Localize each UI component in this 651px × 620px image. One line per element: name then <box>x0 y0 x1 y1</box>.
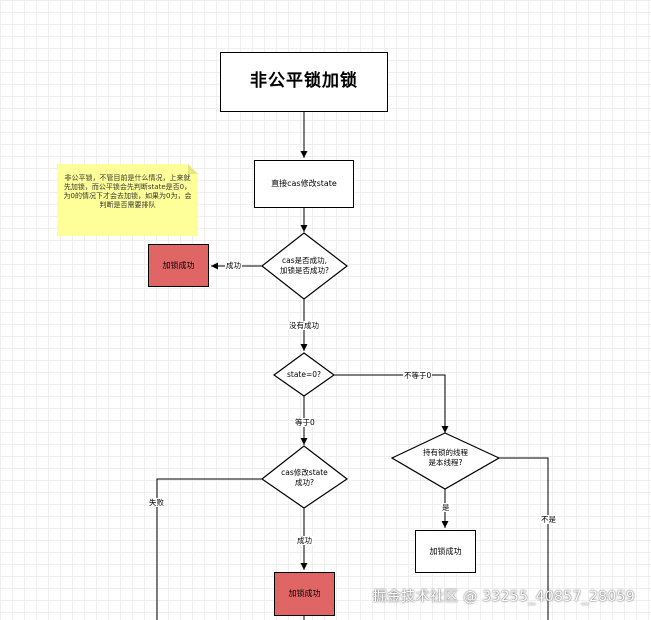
edge-label-no: 不是 <box>540 515 557 524</box>
sticky-note-fold <box>188 164 198 174</box>
result-lock-success-3: 加锁成功 <box>274 572 335 616</box>
edge-label-not-success: 没有成功 <box>288 321 320 330</box>
decision-holder-thread <box>390 432 501 490</box>
edge-diamond2-to-holder <box>334 374 449 433</box>
decision-cas-success-label: cas是否成功, 加锁是否成功? <box>280 256 329 275</box>
decision-holder-thread-label: 持有锁的线程 是本线程? <box>423 448 468 467</box>
result-lock-success-1: 加锁成功 <box>148 244 209 287</box>
edge-label-equal-zero: 等于0 <box>294 418 316 427</box>
edge-label-success-2: 成功 <box>296 536 313 545</box>
sticky-note: 非公平锁，不管目前是什么情况，上来就先加锁，而公平锁会先判断state是否0，为… <box>57 164 198 236</box>
result-lock-success-2: 加锁成功 <box>415 530 476 573</box>
decision-state-zero <box>272 352 336 397</box>
watermark: 掘金技术社区 @ 33255_40857_28059 <box>372 589 635 605</box>
edge-label-not-equal-zero: 不等于0 <box>403 371 433 380</box>
decision-cas-state-2 <box>260 445 349 509</box>
edge-label-yes: 是 <box>441 503 451 512</box>
edge-label-success-1: 成功 <box>225 261 242 270</box>
decision-cas-state-2-label: cas修改state 成功? <box>281 468 328 487</box>
decision-cas-success <box>261 232 348 300</box>
process-cas-state: 直接cas修改state <box>254 160 354 208</box>
edge-holder-no <box>499 457 549 620</box>
decision-state-zero-label: state=0? <box>286 370 322 380</box>
edge-diamond3-fail <box>156 478 262 620</box>
title-box: 非公平锁加锁 <box>220 52 388 112</box>
edge-label-fail: 失败 <box>148 498 165 507</box>
